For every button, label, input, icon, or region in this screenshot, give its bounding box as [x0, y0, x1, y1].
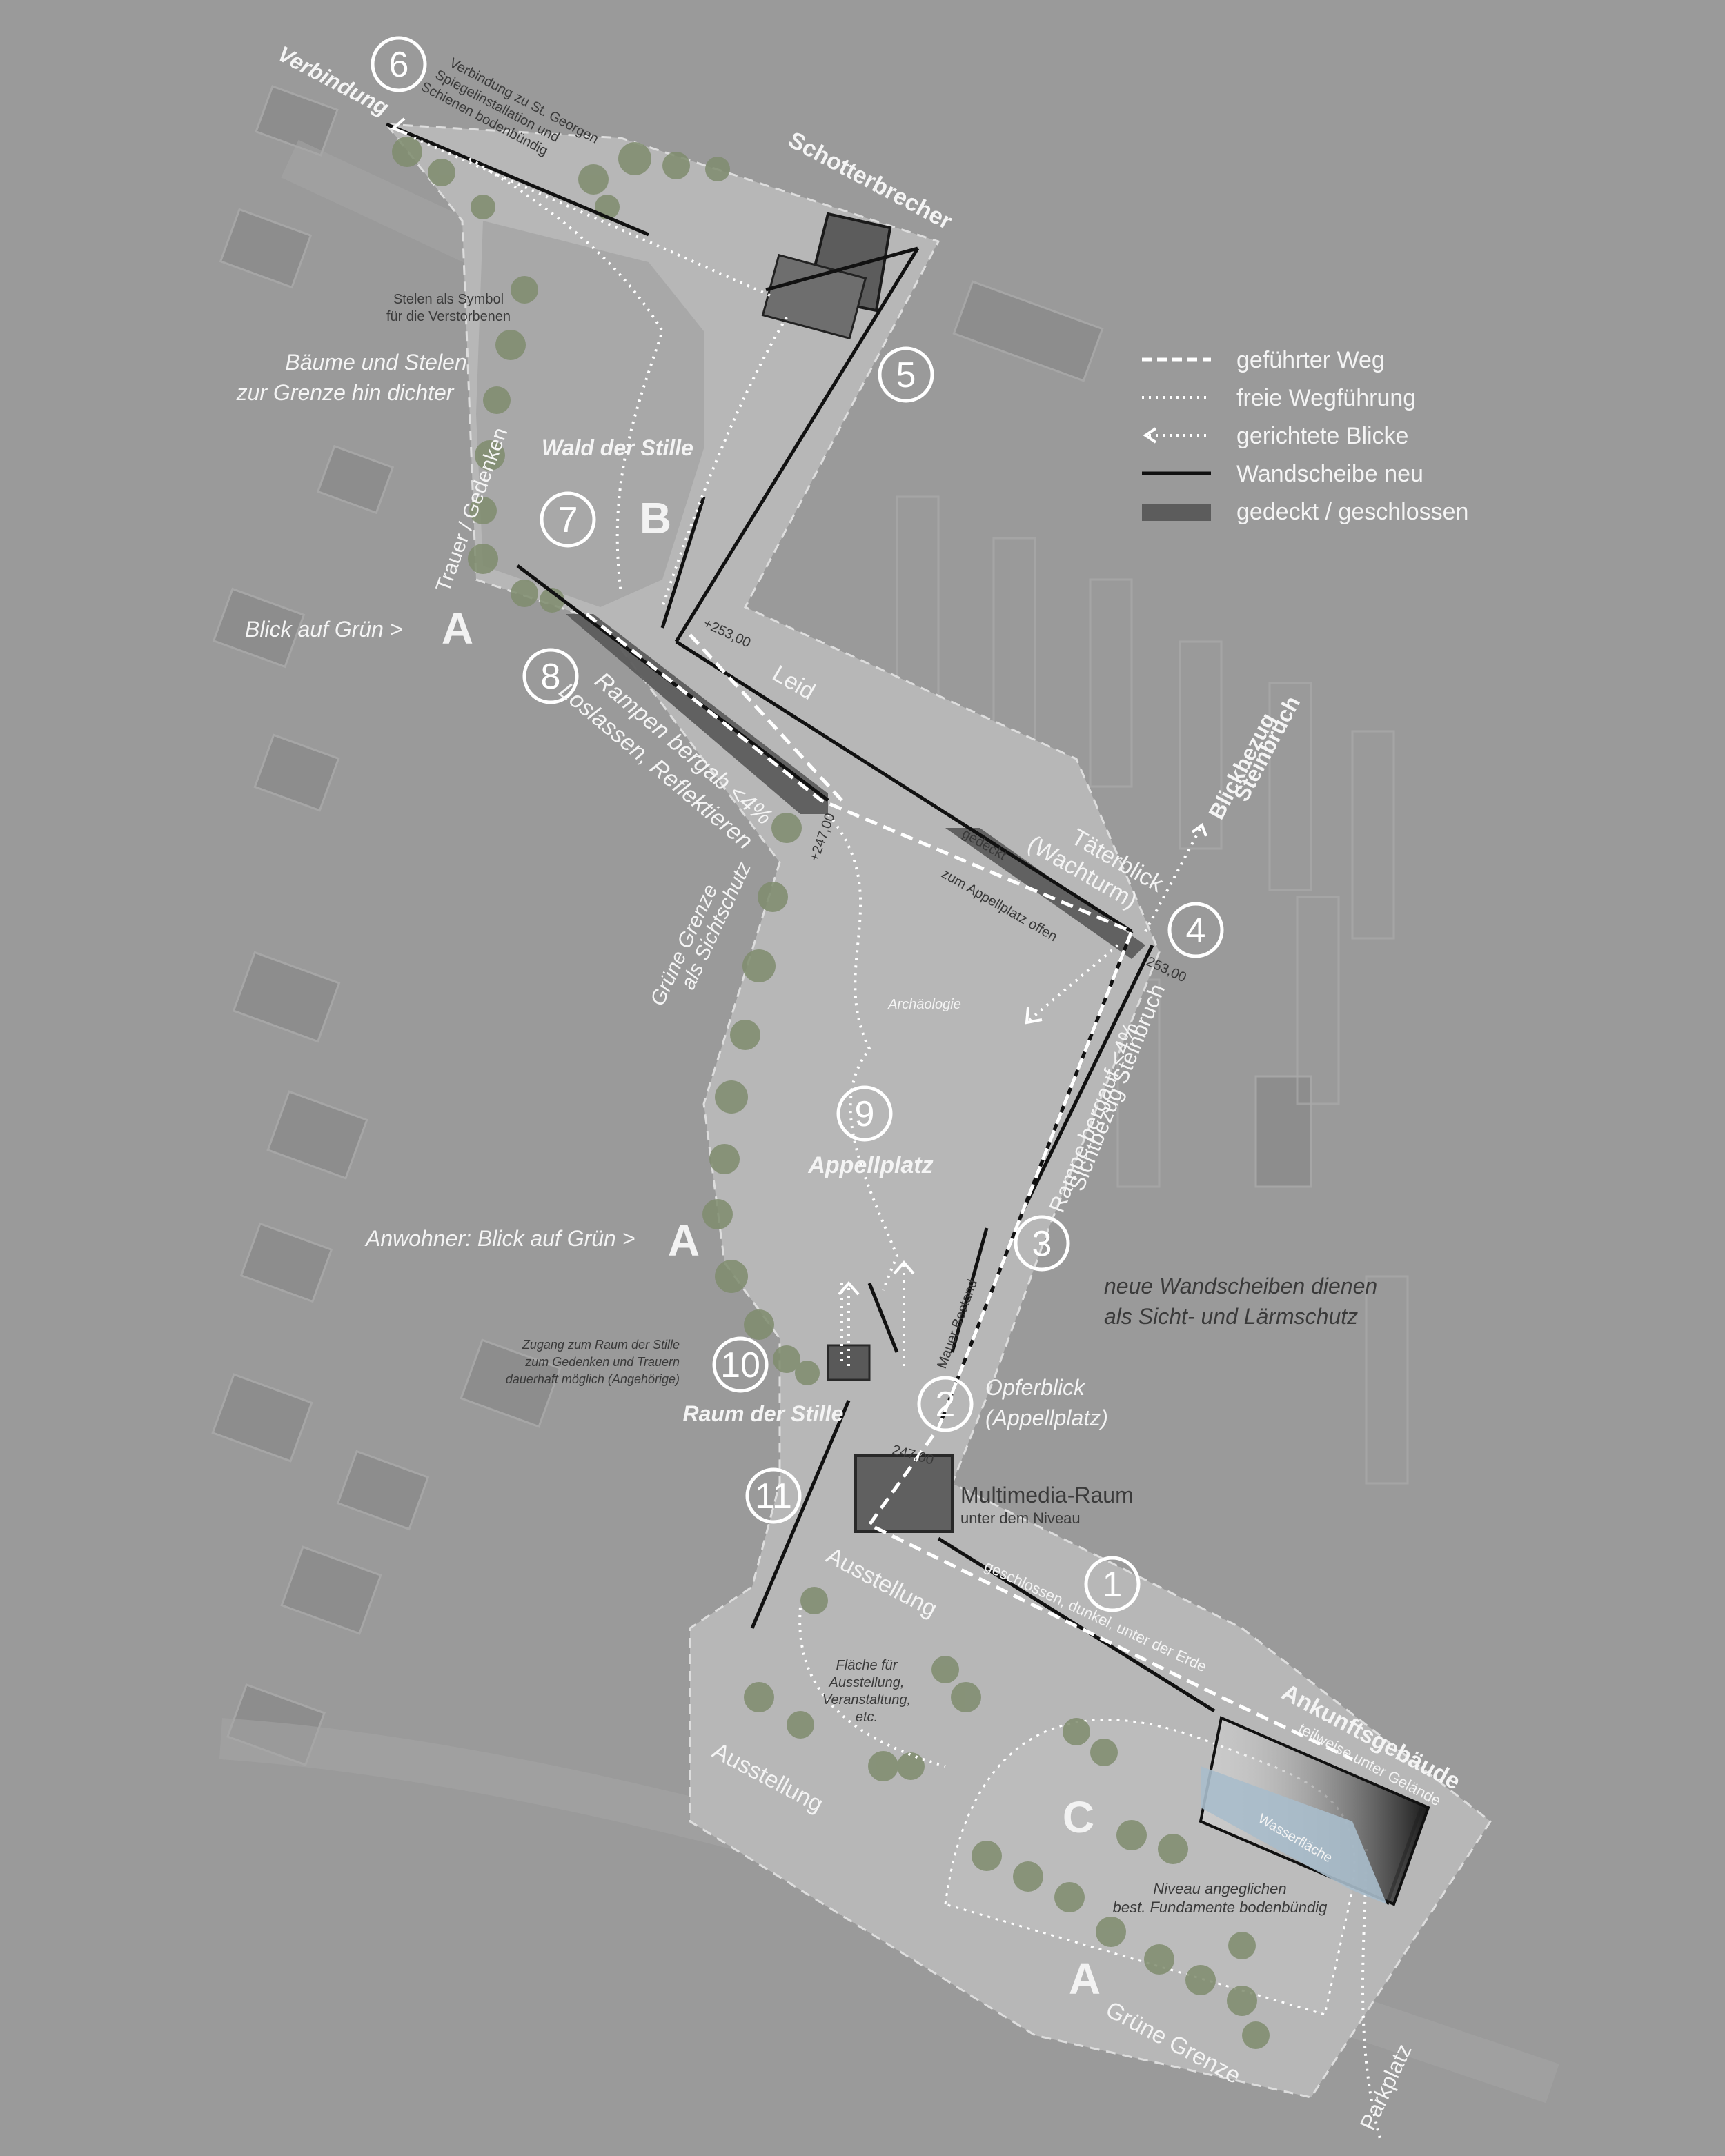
- svg-text:Archäologie: Archäologie: [887, 997, 961, 1012]
- svg-text:4: 4: [1186, 911, 1206, 951]
- memorial-site: [384, 123, 1492, 2099]
- svg-text:7: 7: [558, 500, 578, 540]
- svg-text:Fläche für: Fläche für: [836, 1658, 898, 1673]
- label-blick-gruen: Blick auf Grün >: [245, 617, 403, 642]
- svg-text:als Sicht- und Lärmschutz: als Sicht- und Lärmschutz: [1104, 1304, 1358, 1329]
- zone-b: B: [640, 493, 671, 543]
- station-10: 10: [712, 1336, 769, 1393]
- svg-text:neue Wandscheiben dienen: neue Wandscheiben dienen: [1104, 1274, 1377, 1298]
- svg-text:Stelen als Symbol: Stelen als Symbol: [393, 292, 504, 307]
- station-5: 5: [878, 346, 934, 403]
- svg-text:unter dem Niveau: unter dem Niveau: [960, 1510, 1081, 1527]
- station-7: 7: [540, 491, 596, 548]
- station-9: 9: [836, 1085, 893, 1142]
- svg-text:253,00: 253,00: [1144, 954, 1189, 986]
- svg-text:etc.: etc.: [856, 1710, 878, 1725]
- label-appellplatz: Appellplatz: [807, 1152, 933, 1178]
- svg-text:dauerhaft möglich (Angehörige): dauerhaft möglich (Angehörige): [506, 1372, 680, 1386]
- svg-text:zur Grenze hin dichter: zur Grenze hin dichter: [236, 380, 455, 405]
- free-path: [413, 137, 1381, 2139]
- zone-a-top: A: [442, 604, 473, 653]
- trees: [392, 137, 1270, 2049]
- directed-views: [847, 827, 1202, 1366]
- legend: geführter Weg freie Wegführung gerichtet…: [1142, 347, 1468, 525]
- forest-area: [476, 221, 704, 607]
- station-3: 3: [1014, 1215, 1070, 1272]
- station-8: 8: [522, 648, 579, 704]
- station-4: 4: [1167, 902, 1224, 958]
- station-2: 2: [917, 1376, 974, 1432]
- station-markers: 1 2 3 4 5 6 7 8 9 10 11: [371, 36, 1224, 1612]
- svg-text:für die Verstorbenen: für die Verstorbenen: [386, 309, 511, 324]
- svg-text:(Appellplatz): (Appellplatz): [985, 1405, 1108, 1430]
- label-raum-der-stille: Raum der Stille: [683, 1401, 844, 1426]
- legend-label-covered: gedeckt / geschlossen: [1236, 499, 1468, 525]
- label-multimedia: Multimedia-Raum: [960, 1483, 1134, 1507]
- svg-text:Zugang zum Raum der Stille: Zugang zum Raum der Stille: [522, 1338, 680, 1352]
- view-arrowheads: [391, 117, 1208, 1296]
- schotterbrecher-building: [761, 212, 892, 340]
- zone-a-mid: A: [668, 1216, 700, 1265]
- svg-text:1: 1: [1103, 1565, 1123, 1605]
- svg-text:Anwohner: Blick auf Grün >: Anwohner: Blick auf Grün >: [364, 1226, 635, 1251]
- surrounding-buildings: [211, 85, 1312, 1767]
- svg-text:2: 2: [936, 1385, 956, 1425]
- svg-text:Bäume und Stelen: Bäume und Stelen: [285, 350, 466, 375]
- zone-a-bottom: A: [1069, 1954, 1101, 2004]
- station-11: 11: [745, 1467, 802, 1524]
- svg-text:6: 6: [389, 45, 409, 85]
- legend-label-free: freie Wegführung: [1236, 385, 1416, 411]
- label-wald-der-stille: Wald der Stille: [542, 435, 693, 460]
- svg-text:Opferblick: Opferblick: [985, 1375, 1086, 1400]
- svg-text:Niveau angeglichen: Niveau angeglichen: [1153, 1880, 1286, 1897]
- station-6: 6: [371, 36, 427, 92]
- legend-label-views: gerichtete Blicke: [1236, 423, 1408, 449]
- svg-text:best. Fundamente bodenbündig: best. Fundamente bodenbündig: [1113, 1899, 1328, 1916]
- svg-text:Veranstaltung,: Veranstaltung,: [822, 1692, 911, 1708]
- svg-text:8: 8: [541, 657, 561, 697]
- water-surface: [1201, 1766, 1387, 1904]
- legend-label-guided: geführter Weg: [1236, 347, 1385, 373]
- svg-text:zum Gedenken und Trauern: zum Gedenken und Trauern: [524, 1355, 680, 1369]
- zone-c: C: [1063, 1792, 1094, 1842]
- zone-letters: A A A B C: [442, 493, 1101, 2004]
- svg-text:9: 9: [855, 1094, 875, 1134]
- svg-text:Ausstellung,: Ausstellung,: [829, 1675, 905, 1690]
- svg-text:3: 3: [1032, 1224, 1052, 1264]
- station-1: 1: [1084, 1556, 1141, 1612]
- svg-text:10: 10: [720, 1345, 760, 1385]
- svg-text:5: 5: [896, 355, 916, 395]
- legend-label-wall: Wandscheibe neu: [1236, 461, 1423, 487]
- svg-text:11: 11: [755, 1476, 792, 1516]
